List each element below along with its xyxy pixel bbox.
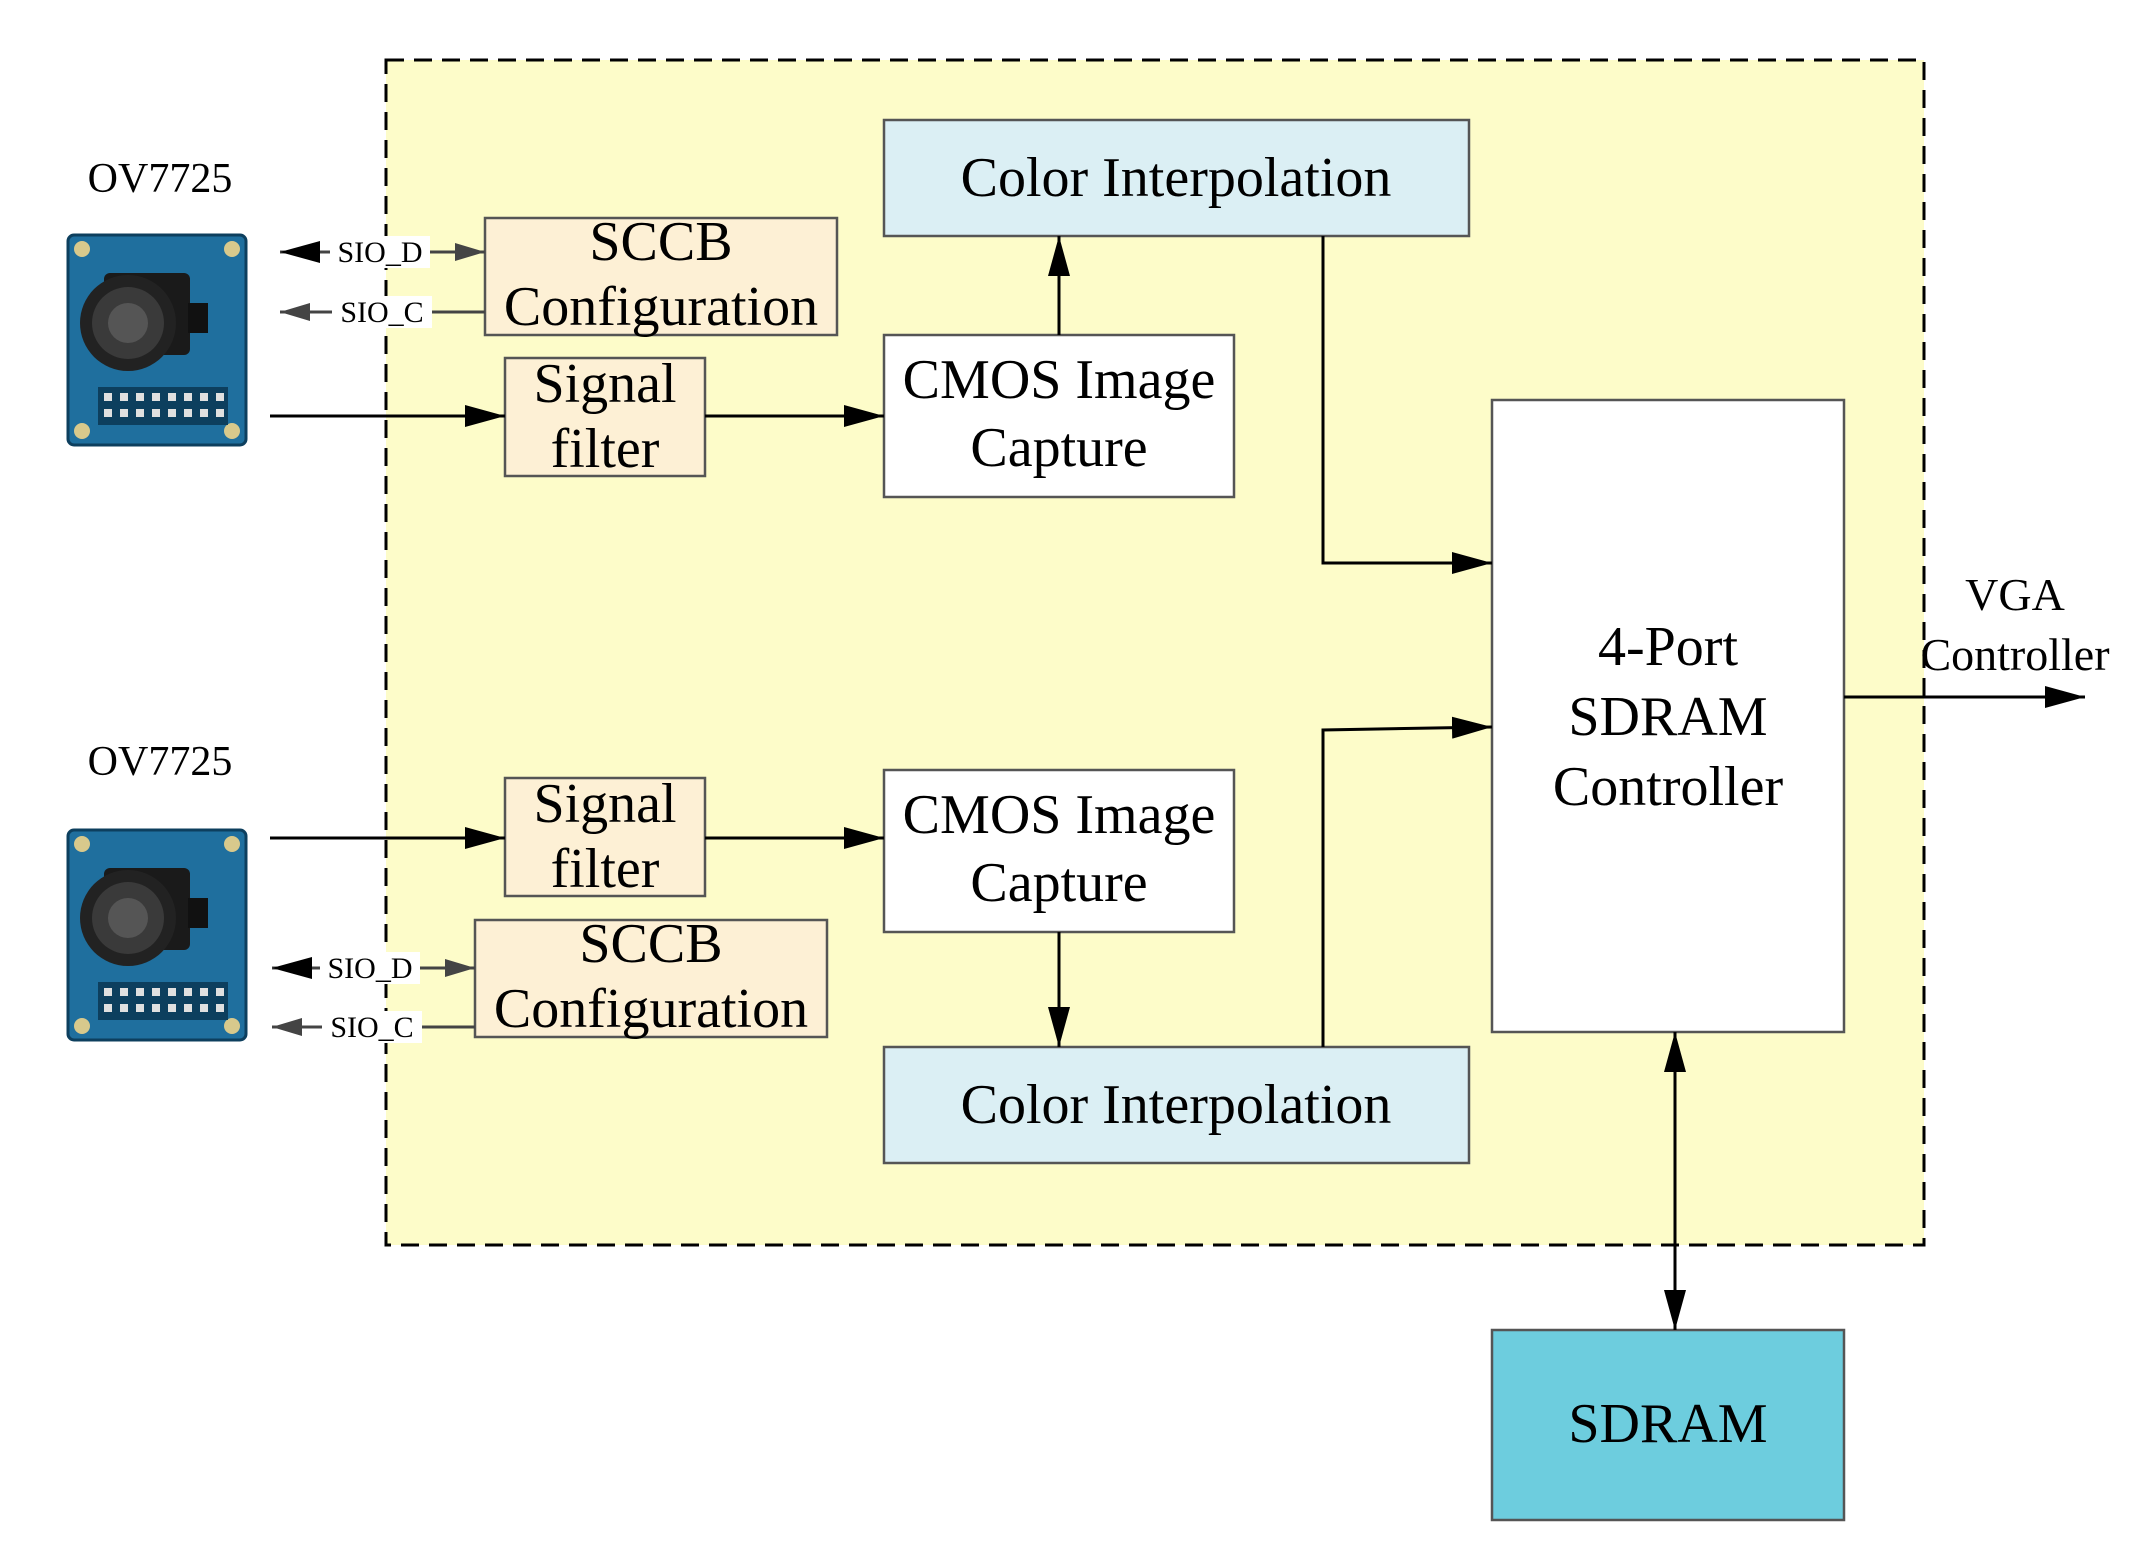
sio-c-bottom-label-bg: [322, 1011, 422, 1043]
sio-d-top-label: SIO_D: [337, 236, 422, 269]
camera-bottom-label: OV7725: [88, 739, 233, 785]
camera-top-icon: [66, 233, 248, 447]
cmos-capture-top-box: [882, 333, 1236, 499]
sdram-controller-line1: 4-Port: [1598, 616, 1738, 678]
sdram-controller-line3: Controller: [1553, 756, 1784, 818]
color-interp-bottom-label: Color Interpolation: [961, 1074, 1392, 1136]
sio-d-bottom-label-bg: [320, 952, 420, 984]
signal-filter-bottom-line2: filter: [551, 838, 660, 900]
cmos-capture-bottom-line1: CMOS Image: [903, 784, 1216, 846]
sdram-controller-box: [1490, 398, 1846, 1034]
sio-c-top-label-bg: [332, 296, 432, 328]
signal-filter-bottom-line1: Signal: [533, 773, 676, 835]
camera-top-label: OV7725: [88, 156, 233, 202]
sio-c-top-label: SIO_C: [340, 296, 423, 329]
interp-top-to-controller-arrow: [1321, 236, 1492, 574]
cmos-capture-bottom-line2: Capture: [970, 852, 1147, 914]
vga-label-line1: VGA: [1965, 569, 2065, 620]
camera-bottom-icon: [66, 828, 248, 1042]
cmos-capture-bottom-box: [882, 768, 1236, 934]
vga-label-line2: Controller: [1920, 629, 2109, 680]
sccb-config-top-box: [483, 216, 839, 337]
cmos-capture-top-line1: CMOS Image: [903, 349, 1216, 411]
sio-c-bottom-label: SIO_C: [330, 1011, 413, 1044]
cmos-capture-top-line2: Capture: [970, 417, 1147, 479]
sdram-controller-line2: SDRAM: [1568, 686, 1767, 748]
sccb-config-top-line2: Configuration: [504, 276, 818, 338]
color-interp-bottom-box: [882, 1045, 1471, 1165]
sdram-box: [1490, 1328, 1846, 1522]
sccb-config-top-line1: SCCB: [589, 211, 732, 273]
interp-bottom-to-controller-arrow: [1321, 716, 1493, 1047]
sccb-config-bottom-line2: Configuration: [494, 978, 808, 1040]
signal-filter-top-box: [503, 356, 707, 478]
signal-filter-top-line1: Signal: [533, 353, 676, 415]
sccb-config-bottom-line1: SCCB: [579, 913, 722, 975]
color-interp-top-label: Color Interpolation: [961, 147, 1392, 209]
sdram-label: SDRAM: [1568, 1393, 1767, 1455]
sccb-config-bottom-box: [473, 918, 829, 1039]
color-interp-top-box: [882, 118, 1471, 238]
sio-d-top-label-bg: [330, 236, 430, 268]
signal-filter-top-line2: filter: [551, 418, 660, 480]
sio-d-bottom-label: SIO_D: [327, 952, 412, 985]
